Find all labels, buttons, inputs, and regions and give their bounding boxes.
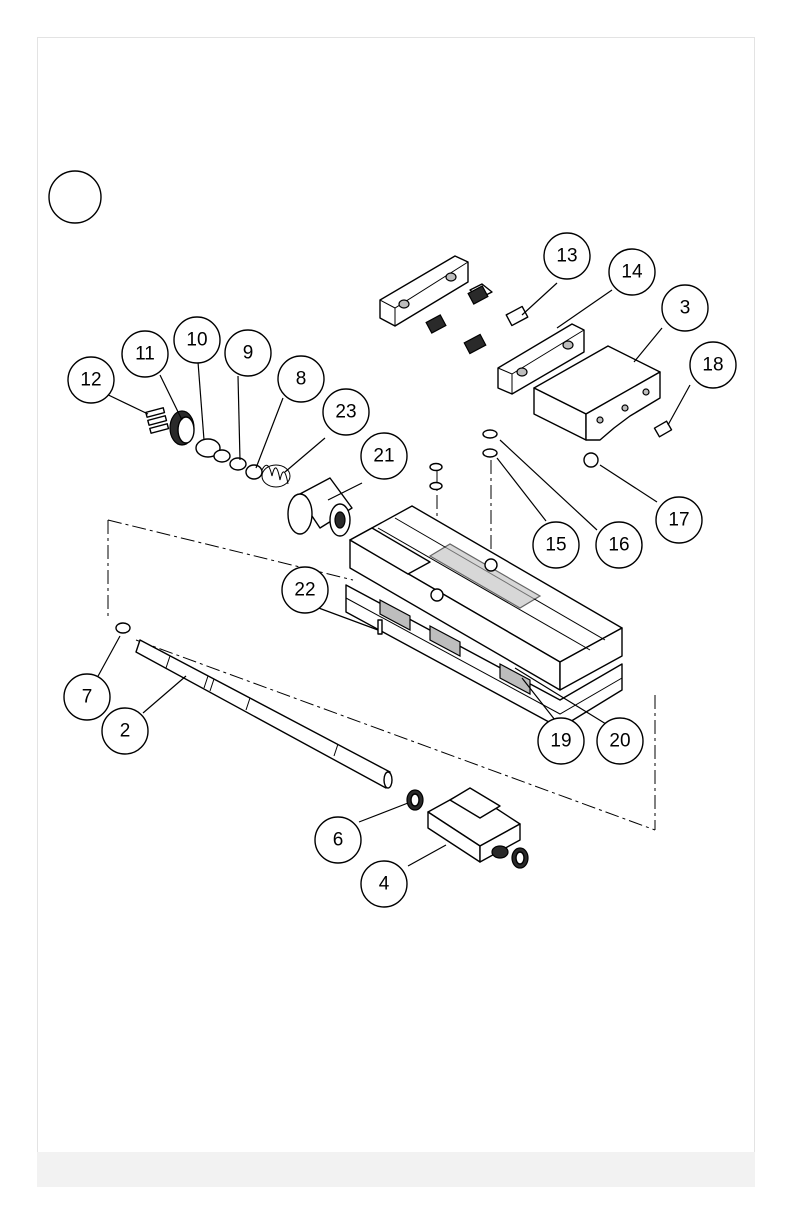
callout-11: 11 <box>122 331 168 377</box>
bearing-6 <box>407 790 423 810</box>
callout-23-label: 23 <box>335 402 356 423</box>
callout-11-label: 11 <box>135 344 155 365</box>
nut-block-4 <box>428 788 520 862</box>
callout-18-label: 18 <box>702 355 723 376</box>
bearing-4b <box>512 848 528 868</box>
callout-16: 16 <box>596 522 642 568</box>
section-marker-circle <box>49 171 101 223</box>
washer-small-b <box>430 483 442 490</box>
callout-9-label: 9 <box>243 343 254 364</box>
ring-7 <box>116 623 130 633</box>
callout-4: 4 <box>361 861 407 907</box>
ring-8 <box>246 465 262 479</box>
callout-12-label: 12 <box>80 370 101 391</box>
callout-7: 7 <box>64 674 110 720</box>
callout-3-label: 3 <box>680 298 691 319</box>
callout-15: 15 <box>533 522 579 568</box>
callout-9: 9 <box>225 330 271 376</box>
callout-19-label: 19 <box>550 731 571 752</box>
clamp-plate-left <box>380 256 468 326</box>
socket-screw-upper <box>468 284 492 304</box>
callout-3: 3 <box>662 285 708 331</box>
callout-4-label: 4 <box>379 874 390 895</box>
ring-9 <box>230 458 246 470</box>
nut-21 <box>288 478 352 536</box>
vise-body <box>346 506 622 728</box>
callout-21: 21 <box>361 433 407 479</box>
callout-2: 2 <box>102 708 148 754</box>
callout-7-label: 7 <box>82 687 93 708</box>
lead-screw-2 <box>136 640 392 788</box>
callout-6-label: 6 <box>333 830 344 851</box>
socket-screw-13 <box>506 306 528 325</box>
callout-14: 14 <box>609 249 655 295</box>
callout-12: 12 <box>68 357 114 403</box>
pin-22 <box>378 620 382 634</box>
socket-screw-mid <box>464 334 486 353</box>
callout-22: 22 <box>282 567 328 613</box>
ball-17 <box>584 453 598 467</box>
callout-14-label: 14 <box>621 262 643 283</box>
handle-hub-11 <box>170 411 194 445</box>
callout-20-label: 20 <box>609 731 630 752</box>
callout-17: 17 <box>656 497 702 543</box>
callout-6: 6 <box>315 817 361 863</box>
ring-10b <box>214 450 230 462</box>
callout-13-label: 13 <box>556 246 577 267</box>
callout-8-label: 8 <box>296 369 307 390</box>
callout-21-label: 21 <box>373 446 394 467</box>
callout-20: 20 <box>597 718 643 764</box>
callout-16-label: 16 <box>608 535 629 556</box>
callout-8: 8 <box>278 356 324 402</box>
bolt-pack-12 <box>146 408 169 433</box>
callout-10-label: 10 <box>186 330 207 351</box>
callout-23: 23 <box>323 389 369 435</box>
washer-small-a <box>430 464 442 471</box>
socket-screw-lower <box>426 315 446 333</box>
washer-15 <box>483 449 497 457</box>
callout-17-label: 17 <box>668 510 689 531</box>
callout-2-label: 2 <box>120 721 131 742</box>
spring-23 <box>262 465 290 487</box>
callout-18: 18 <box>690 342 736 388</box>
callout-22-label: 22 <box>294 580 315 601</box>
callout-19: 19 <box>538 718 584 764</box>
callout-13: 13 <box>544 233 590 279</box>
washer-16 <box>483 430 497 438</box>
callout-10: 10 <box>174 317 220 363</box>
callout-15-label: 15 <box>545 535 566 556</box>
